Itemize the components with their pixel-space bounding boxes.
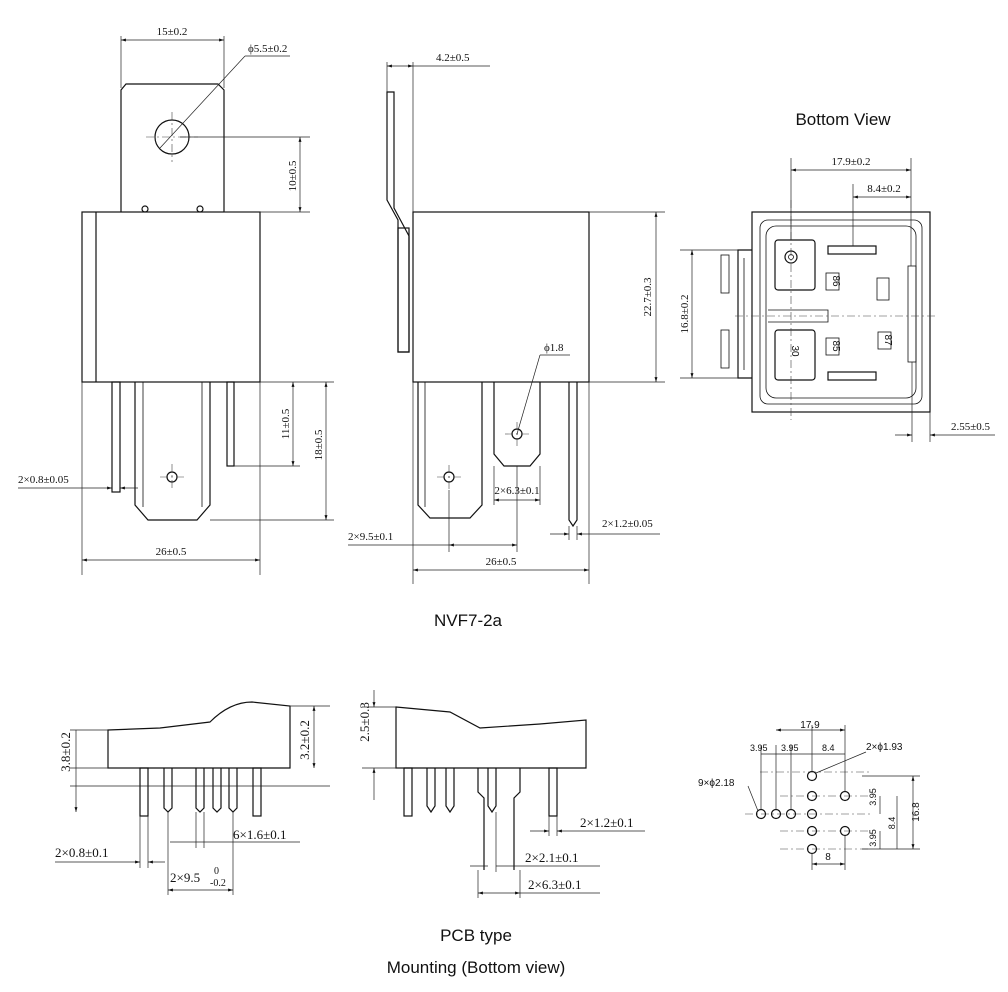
dim-mount-height: 16.8 [911, 802, 922, 822]
dim-tab-height: 10±0.5 [287, 160, 299, 191]
model-title: NVF7-2a [434, 611, 503, 630]
side-terminal-left [417, 382, 483, 519]
mounting-title: Mounting (Bottom view) [387, 958, 566, 977]
dim-terminal-pitch: 2×9.5±0.1 [348, 531, 393, 543]
dim-tab-width: 15±0.2 [157, 26, 188, 38]
side-view: 4.2±0.5 22.7±0.3 ϕ1.8 2×6.3±0.1 2×9.5±0.… [348, 52, 665, 584]
pcb-side-view: 2.5±0.3 2×1.2±0.1 2×2.1±0.1 2×6.3±0.1 [357, 690, 645, 898]
big-terminal [134, 382, 211, 521]
dim-pcb-tol-upper: 0 [214, 866, 219, 877]
side-body [412, 211, 590, 383]
dim-pin-width: 2×0.8±0.05 [18, 474, 69, 486]
dim-mount-bottom: 8 [825, 852, 831, 863]
dim-bv-height: 16.8±0.2 [679, 294, 691, 333]
dim-bv-offset: 8.4±0.2 [867, 183, 901, 195]
dim-pcb-side-pin-b: 2×2.1±0.1 [525, 850, 578, 865]
thin-pin-right [226, 381, 235, 467]
dim-pcb-height-right: 3.2±0.2 [297, 720, 312, 760]
dim-body-height: 22.7±0.3 [642, 277, 654, 317]
relay-body [81, 211, 261, 383]
dim-mount-d3: 8.4 [822, 743, 835, 753]
pcb-side-body [395, 706, 587, 769]
dim-hole-dia: ϕ5.5±0.2 [248, 43, 287, 55]
dim-mount-span: 17.9 [800, 720, 820, 731]
dim-tab-offset: 4.2±0.5 [436, 52, 470, 64]
dim-bv-edge: 2.55±0.5 [951, 421, 991, 433]
dim-mount-v3: 8.4 [887, 817, 897, 830]
pcb-front-body [107, 701, 291, 769]
dim-pin-len: 18±0.5 [313, 429, 325, 460]
pin-85: 85 [830, 340, 841, 352]
pcb-front-view: 3.8±0.2 3.2±0.2 6×1.6±0.1 2×0.8±0.1 2×9.… [55, 701, 330, 895]
dim-pcb-height: 3.8±0.2 [58, 732, 73, 772]
dim-terminal-len: 11±0.5 [280, 408, 292, 439]
pin-30: 30 [789, 345, 800, 357]
pin-87: 87 [882, 334, 893, 346]
bottom-view: Bottom View 86 85 87 30 17.9±0.2 [679, 110, 995, 442]
dim-bv-span: 17.9±0.2 [831, 156, 870, 168]
mounting-holes-view: 17.9 3.95 3.95 8.4 2×ϕ1.93 9×ϕ2.18 3.95 … [698, 720, 922, 870]
dim-pcb-pitch: 2×9.5 [170, 870, 200, 885]
dim-pin-thick: 2×1.2±0.05 [602, 518, 653, 530]
pin-86: 86 [830, 275, 841, 287]
dim-mount-v1: 3.95 [868, 788, 878, 806]
dim-pcb-side-pin-c: 2×6.3±0.1 [528, 877, 581, 892]
bottom-view-title: Bottom View [795, 110, 891, 129]
dim-mount-d1: 3.95 [750, 743, 768, 753]
dim-side-body-width: 26±0.5 [486, 556, 517, 568]
bottom-lug [737, 249, 752, 379]
front-view: 15±0.2 ϕ5.5±0.2 10±0.5 11±0.5 18±0.5 2×0… [18, 26, 334, 575]
dim-mount-hole-small: 9×ϕ2.18 [698, 778, 735, 789]
dim-mount-hole-large: 2×ϕ1.93 [866, 742, 903, 753]
bottom-outline [751, 211, 931, 413]
dim-hole-small: ϕ1.8 [544, 342, 564, 354]
dim-pcb-pin-thick: 2×0.8±0.1 [55, 845, 108, 860]
dim-body-width: 26±0.5 [156, 546, 187, 558]
dim-mount-d2: 3.95 [781, 743, 799, 753]
dim-pcb-side-height: 2.5±0.3 [357, 702, 372, 742]
dim-pcb-side-pin-a: 2×1.2±0.1 [580, 815, 633, 830]
mounting-tab [120, 83, 225, 212]
dim-pcb-tol-lower: -0.2 [210, 878, 226, 889]
thin-pin-left [111, 381, 121, 493]
dim-mount-v2: 3.95 [868, 829, 878, 847]
pcb-type-title: PCB type [440, 926, 512, 945]
dim-pcb-pin-width: 6×1.6±0.1 [233, 827, 286, 842]
side-pin-right [568, 382, 578, 528]
